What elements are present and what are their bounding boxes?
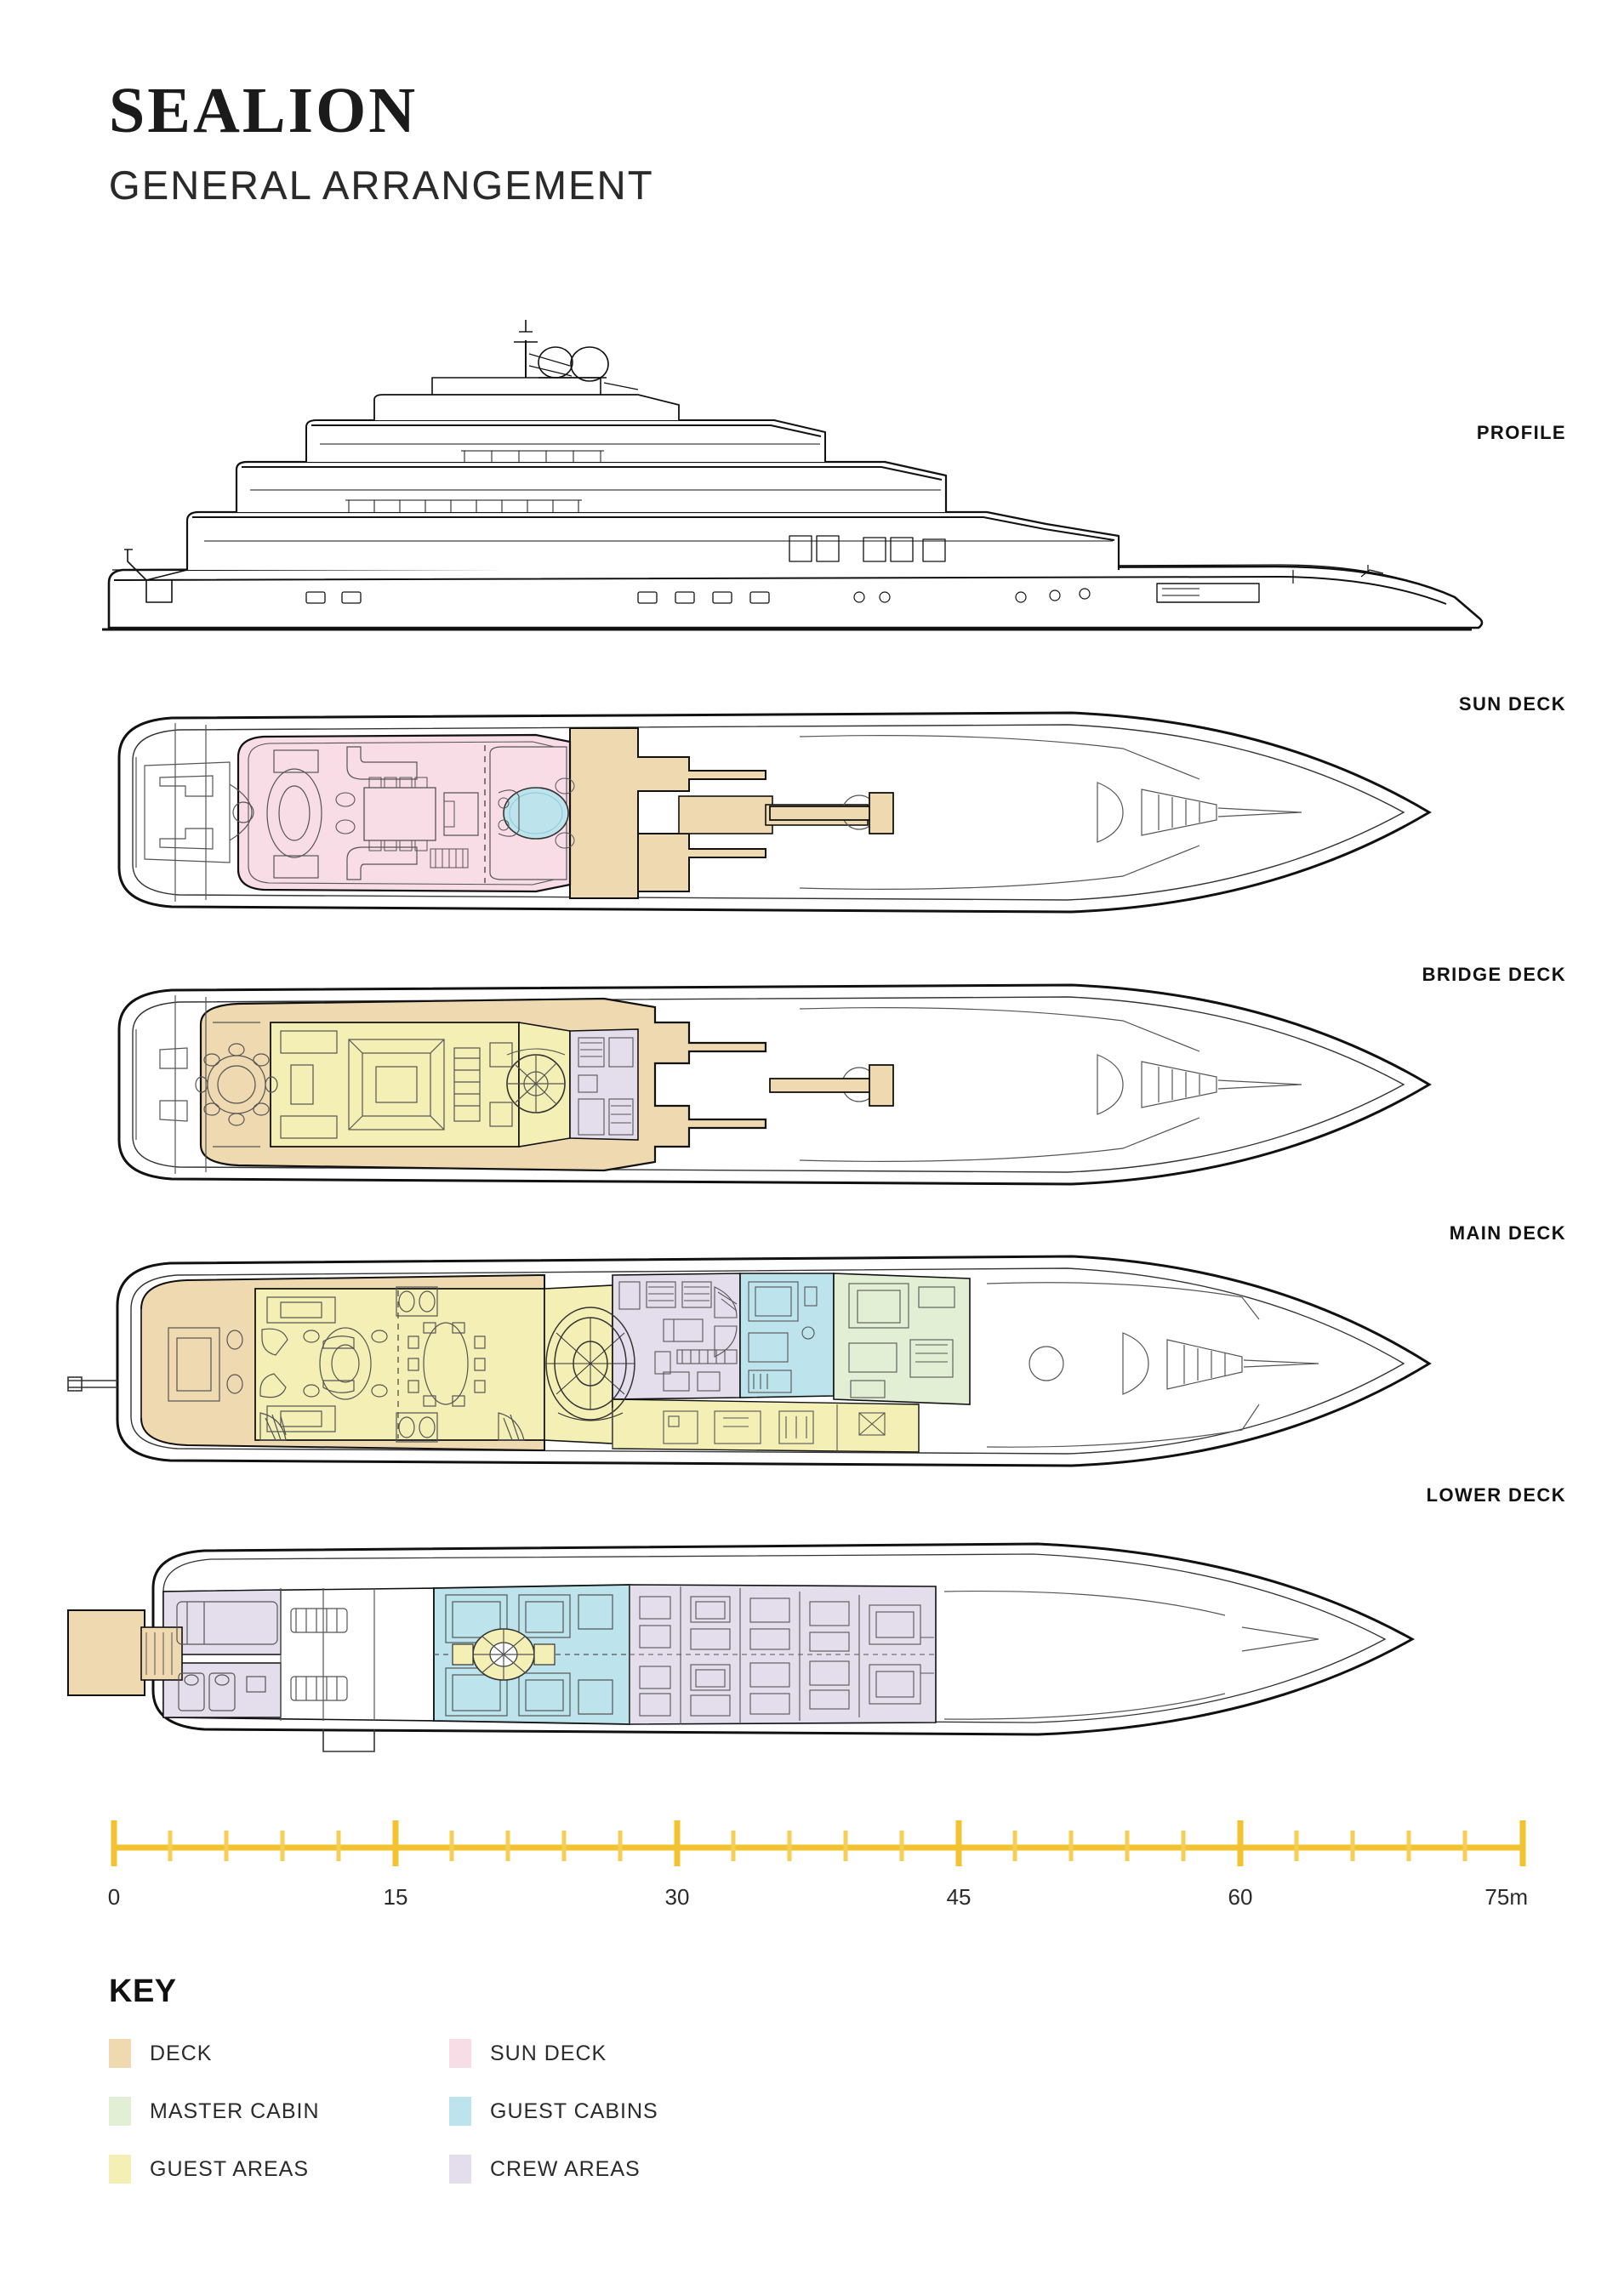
scale-bar-graphic: [111, 1820, 1526, 1866]
deck-label-main-deck: MAIN DECK: [1449, 1222, 1566, 1244]
deck-drawing-profile: [94, 281, 1523, 638]
deck-label-profile: PROFILE: [1476, 422, 1566, 443]
deck-drawing-bridge-deck: [94, 970, 1523, 1199]
scale-tick-15: 15: [383, 1884, 408, 1910]
page-subtitle: GENERAL ARRANGEMENT: [109, 162, 654, 208]
scale-bar: 0 15 30 45 60 75m: [107, 1803, 1528, 1922]
swatch-deck-icon: [109, 2039, 131, 2068]
key-item-sun-deck: SUN DECK: [449, 2039, 789, 2068]
key-label-master-cabin: MASTER CABIN: [150, 2099, 320, 2123]
swatch-guest-areas-icon: [109, 2155, 131, 2184]
key-label-crew-areas: CREW AREAS: [490, 2156, 641, 2181]
key-item-guest-areas: GUEST AREAS: [109, 2155, 449, 2184]
title-block: SEALION GENERAL ARRANGEMENT: [109, 78, 654, 205]
swatch-sun-deck-icon: [449, 2039, 471, 2068]
key-item-guest-cabins: GUEST CABINS: [449, 2097, 789, 2126]
key-legend: KEY DECK SUN DECK MASTER CABIN GUEST CAB…: [109, 1973, 875, 2184]
key-items: DECK SUN DECK MASTER CABIN GUEST CABINS …: [109, 2039, 875, 2184]
key-item-deck: DECK: [109, 2039, 449, 2068]
key-title: KEY: [109, 1973, 177, 2009]
deck-label-bridge-deck: BRIDGE DECK: [1422, 964, 1566, 985]
key-label-sun-deck: SUN DECK: [490, 2041, 607, 2065]
deck-drawing-main-deck: [67, 1238, 1523, 1484]
scale-tick-75: 75m: [1484, 1884, 1528, 1910]
key-label-deck: DECK: [150, 2041, 213, 2065]
key-label-guest-areas: GUEST AREAS: [150, 2156, 309, 2181]
key-item-master-cabin: MASTER CABIN: [109, 2097, 449, 2126]
swatch-guest-cabins-icon: [449, 2097, 471, 2126]
page-title: SEALION: [109, 75, 419, 146]
scale-tick-30: 30: [664, 1884, 690, 1910]
deck-drawing-sun-deck: [94, 698, 1523, 927]
scale-tick-labels: 0 15 30 45 60 75m: [107, 1884, 1528, 1922]
deck-label-lower-deck: LOWER DECK: [1426, 1484, 1566, 1506]
key-item-crew-areas: CREW AREAS: [449, 2155, 789, 2184]
scale-tick-45: 45: [946, 1884, 972, 1910]
swatch-master-cabin-icon: [109, 2097, 131, 2126]
swatch-crew-areas-icon: [449, 2155, 471, 2184]
deck-label-sun-deck: SUN DECK: [1458, 693, 1566, 715]
scale-tick-60: 60: [1228, 1884, 1253, 1910]
scale-tick-0: 0: [107, 1884, 121, 1910]
deck-drawing-lower-deck: [67, 1510, 1523, 1757]
key-label-guest-cabins: GUEST CABINS: [490, 2099, 658, 2123]
